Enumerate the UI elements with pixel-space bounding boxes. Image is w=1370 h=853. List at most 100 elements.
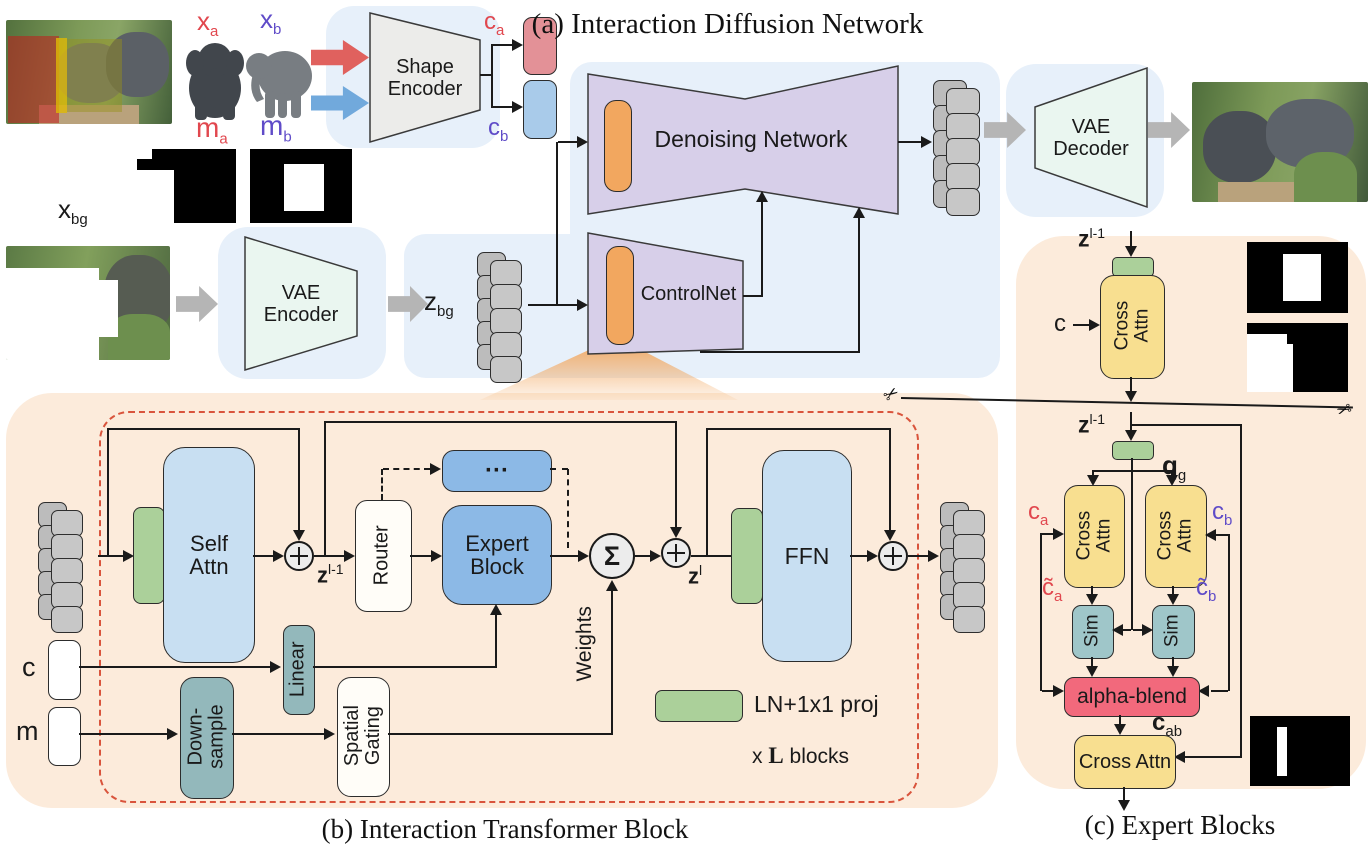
connector-line — [743, 295, 763, 297]
connector-line — [1171, 471, 1173, 477]
add-node-3 — [878, 541, 908, 571]
connector-line — [98, 555, 126, 557]
arrowhead — [1089, 319, 1100, 331]
mask-gate-image-3 — [1250, 716, 1350, 786]
denoising-network-shape — [587, 65, 899, 215]
alpha-blend-block: alpha-blend — [1064, 677, 1200, 717]
panel-a-title: (a) Interaction Diffusion Network — [531, 8, 924, 40]
arrowhead — [324, 728, 335, 740]
connector-line — [550, 555, 580, 557]
connector-line — [1185, 756, 1242, 758]
router-label: Router — [371, 524, 394, 586]
arrowhead — [670, 527, 682, 538]
connector-line — [79, 666, 272, 668]
arrowhead — [1125, 246, 1137, 257]
connector-line — [79, 733, 169, 735]
label-c-a: ca — [484, 8, 505, 39]
arrowhead — [578, 550, 589, 562]
arrow-xbg-to-vae-encoder — [176, 286, 218, 322]
connector-line — [1042, 690, 1054, 692]
dashed-connector — [567, 469, 569, 548]
connector-line — [491, 44, 493, 76]
connector-line — [324, 422, 326, 556]
arrowhead — [1167, 594, 1179, 605]
label-c: c — [22, 652, 36, 682]
ln-proj-block-c2 — [1112, 441, 1154, 460]
arrowhead — [606, 580, 618, 591]
arrowhead — [1125, 430, 1137, 441]
connector-line — [1131, 470, 1133, 630]
arrowhead — [921, 136, 932, 148]
label-c-tilde-b: c̃b — [1196, 574, 1217, 605]
ffn-block: FFN — [762, 450, 852, 662]
panel-c-caption: (c) Expert Blocks — [1084, 810, 1276, 840]
ln-proj-block-c1 — [1112, 257, 1154, 277]
arrowhead — [293, 530, 305, 541]
elephant-b-cutout — [246, 51, 312, 118]
label-c-tilde-a: c̃a — [1042, 574, 1063, 605]
arrowhead — [1198, 685, 1209, 697]
legend-ln-proj-label: LN+1x1 proj — [754, 691, 879, 717]
connector-line — [313, 666, 497, 668]
cross-attn-block-top — [1100, 275, 1165, 379]
connector-line — [635, 555, 652, 557]
sim-block-a — [1072, 605, 1114, 659]
label-q-g: qg — [1162, 450, 1187, 485]
arrowhead — [1086, 594, 1098, 605]
shape-encoder-trapezoid — [369, 12, 481, 143]
connector-line — [493, 44, 512, 46]
connector-line — [324, 421, 677, 423]
connector-line — [1040, 533, 1054, 535]
linear-label: Linear — [286, 641, 309, 697]
arrowhead — [756, 191, 768, 202]
connector-line — [298, 430, 300, 530]
connector-line — [1228, 534, 1230, 691]
arrowhead — [577, 136, 588, 148]
arrowhead — [1205, 529, 1216, 541]
mask-b-white-region — [283, 163, 325, 212]
cross-attn-block-a — [1064, 485, 1125, 588]
connector-line — [1216, 534, 1230, 536]
vae-encoder-trapezoid — [244, 235, 358, 372]
label-x-a: xa — [197, 6, 219, 41]
arrowhead — [1086, 666, 1098, 677]
label-c-b: cb — [488, 114, 509, 145]
arrowhead — [273, 550, 284, 562]
controlnet-adapter-block — [606, 246, 634, 345]
connector-line — [1130, 377, 1132, 392]
connector-line — [706, 429, 708, 556]
connector-line — [691, 555, 731, 557]
xbg-white-cutout — [42, 280, 118, 338]
connector-line — [1211, 690, 1228, 692]
latent-c-a — [523, 17, 557, 75]
dashed-connector — [383, 468, 430, 470]
linear-block — [283, 625, 315, 715]
mask-b-image — [250, 149, 352, 223]
sim-label-a: Sim — [1081, 614, 1103, 648]
arrowhead — [884, 530, 896, 541]
arrowhead — [270, 661, 281, 673]
arrowhead — [344, 550, 355, 562]
spatial-gating-block — [337, 677, 390, 797]
downsample-block — [180, 677, 234, 799]
shrub — [107, 314, 170, 360]
arrowhead — [650, 550, 661, 562]
dashed-connector — [550, 468, 568, 470]
connector-line — [1240, 425, 1242, 758]
weighted-sum-node: Σ — [589, 533, 635, 579]
highlight-red-overlay — [7, 35, 60, 123]
transformer-block-dashed-border — [99, 411, 919, 803]
mask-white-region — [1287, 343, 1294, 392]
shrub — [1294, 151, 1358, 202]
denoising-network-label: Denoising Network — [654, 126, 848, 153]
arrowhead — [1142, 624, 1153, 636]
add-node-1 — [284, 541, 314, 571]
arrowhead — [1112, 624, 1123, 636]
arrowhead — [1174, 751, 1185, 763]
cross-attn-block-final: Cross Attn — [1074, 735, 1176, 789]
